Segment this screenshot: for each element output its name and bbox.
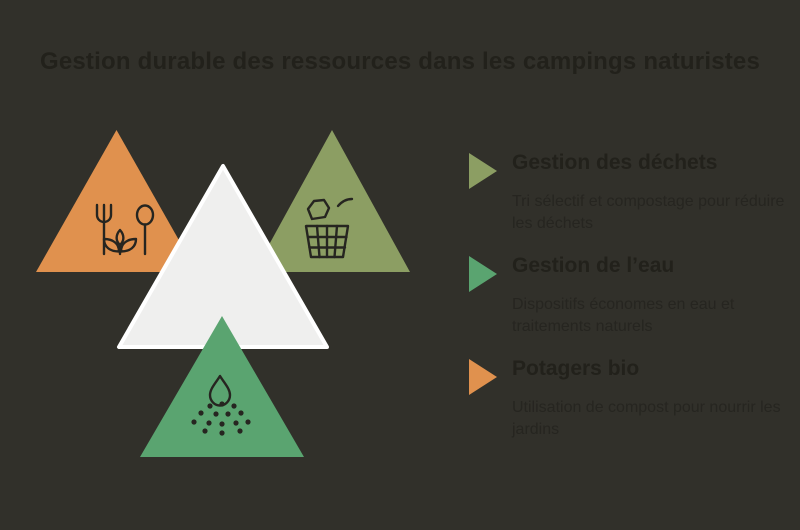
legend-item-dechets: Gestion des déchets Tri sélectif et comp… <box>468 150 788 235</box>
triangle-bullet-icon <box>469 359 497 395</box>
eau-triangle <box>140 316 304 457</box>
water-drop-spray-icon <box>191 374 251 436</box>
page-title: Gestion durable des ressources dans les … <box>39 48 761 75</box>
legend-title-dechets: Gestion des déchets <box>512 151 718 174</box>
waste-basket-icon <box>304 197 354 259</box>
spray-dots <box>191 401 251 436</box>
triangle-diagram <box>36 130 410 457</box>
legend-desc-dechets: Tri sélectif et compostage pour réduire … <box>512 193 785 232</box>
legend-title-potagers: Potagers bio <box>512 357 640 380</box>
legend-desc-potagers: Utilisation de compost pour nourrir les … <box>512 399 781 438</box>
legend: Gestion des déchets Tri sélectif et comp… <box>468 0 788 530</box>
triangle-bullet-icon <box>469 256 497 292</box>
potagers-triangle <box>36 130 197 272</box>
triangle-bullet-icon <box>469 153 497 189</box>
legend-title-eau: Gestion de l’eau <box>512 254 675 277</box>
fork-spoon-sprout-icon <box>95 203 155 256</box>
legend-item-potagers: Potagers bio Utilisation de compost pour… <box>468 356 788 441</box>
legend-desc-eau: Dispositifs économes en eau et traitemen… <box>512 296 735 335</box>
legend-item-eau: Gestion de l’eau Dispositifs économes en… <box>468 253 788 338</box>
dechets-triangle <box>254 130 410 272</box>
